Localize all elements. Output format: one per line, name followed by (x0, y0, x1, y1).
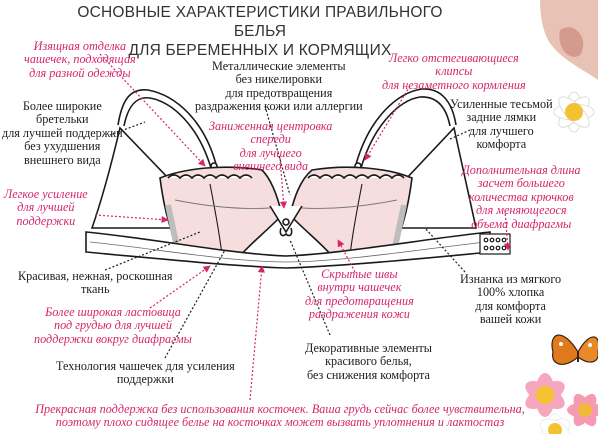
label-no-wire: Прекрасная поддержка без использования к… (35, 402, 525, 430)
page-title: ОСНОВНЫЕ ХАРАКТЕРИСТИКИ ПРАВИЛЬНОГО БЕЛЬ… (50, 3, 470, 60)
title-line-2: ДЛЯ БЕРЕМЕННЫХ И КОРМЯЩИХ (128, 42, 392, 59)
butterfly-icon (551, 334, 598, 365)
bra-illustration (85, 88, 511, 269)
bottom-flowers-icon (525, 373, 598, 434)
leader-lines (94, 53, 512, 401)
title-line-1: ОСНОВНЫЕ ХАРАКТЕРИСТИКИ ПРАВИЛЬНОГО БЕЛЬ… (77, 4, 443, 40)
corner-flower-icon (540, 0, 598, 133)
